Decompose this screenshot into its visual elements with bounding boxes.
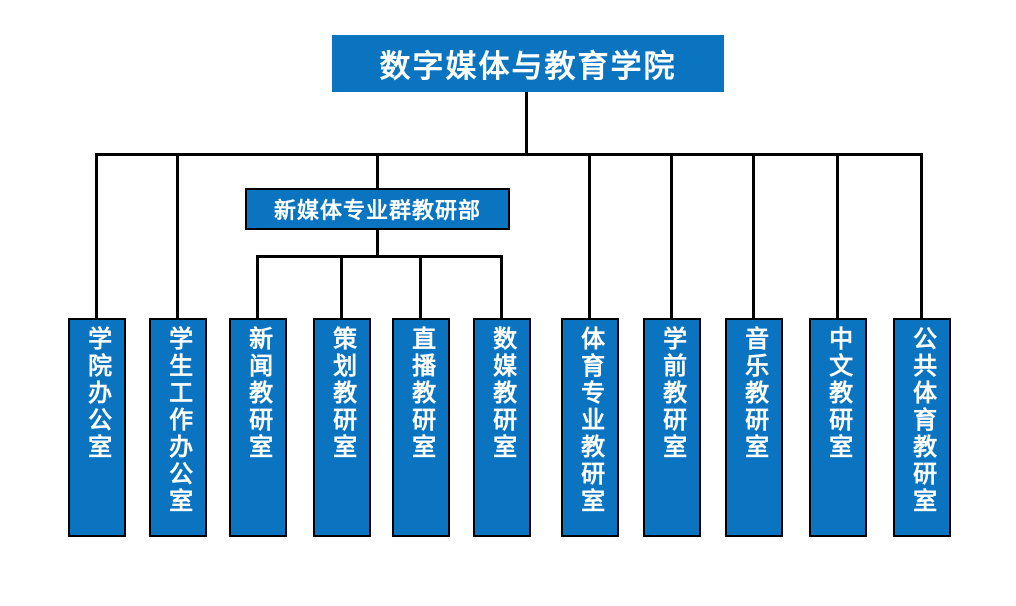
connector-drop-dept-9 [752,156,755,318]
org-node-dept-6: 数媒教研室 [473,318,531,537]
connector-drop-dept-11 [920,156,923,318]
org-node-dept-9: 音乐教研室 [725,318,783,537]
org-node-dept-label: 策划教研室 [328,326,356,461]
org-node-dept-2: 学生工作办公室 [149,318,207,537]
org-node-dept-11: 公共体育教研室 [893,318,951,537]
org-node-dept-label: 直播教研室 [407,326,435,461]
org-node-dept-label: 公共体育教研室 [908,326,936,515]
connector-group-head-drop [376,230,379,257]
org-node-root-label: 数字媒体与教育学院 [379,49,677,84]
connector-main-horizontal [95,153,923,156]
connector-drop-dept-2 [176,156,179,318]
org-node-dept-label: 学前教研室 [658,326,686,461]
org-node-dept-label: 新闻教研室 [244,326,272,461]
org-node-dept-label: 中文教研室 [824,326,852,461]
org-node-root: 数字媒体与教育学院 [332,35,724,92]
org-node-dept-5: 直播教研室 [392,318,450,537]
connector-root-drop [525,92,528,156]
connector-drop-dept-7 [588,156,591,318]
org-node-group-head: 新媒体专业群教研部 [245,188,510,230]
connector-drop-dept-6 [500,257,503,318]
org-node-dept-8: 学前教研室 [643,318,701,537]
connector-sub-horizontal [256,255,503,258]
connector-drop-dept-4 [340,257,343,318]
connector-drop-dept-3 [256,257,259,318]
org-node-dept-7: 体育专业教研室 [561,318,619,537]
org-node-dept-label: 学院办公室 [83,326,111,461]
connector-drop-dept-10 [836,156,839,318]
org-node-dept-label: 音乐教研室 [740,326,768,461]
org-node-dept-10: 中文教研室 [809,318,867,537]
org-node-dept-label: 体育专业教研室 [576,326,604,515]
org-node-dept-label: 学生工作办公室 [164,326,192,515]
org-node-dept-4: 策划教研室 [313,318,371,537]
org-node-dept-label: 数媒教研室 [488,326,516,461]
connector-drop-group-head [376,156,379,188]
org-node-dept-1: 学院办公室 [68,318,126,537]
connector-drop-dept-5 [419,257,422,318]
connector-drop-dept-8 [670,156,673,318]
connector-drop-dept-1 [95,156,98,318]
org-node-dept-3: 新闻教研室 [229,318,287,537]
org-node-group-head-label: 新媒体专业群教研部 [273,198,481,223]
